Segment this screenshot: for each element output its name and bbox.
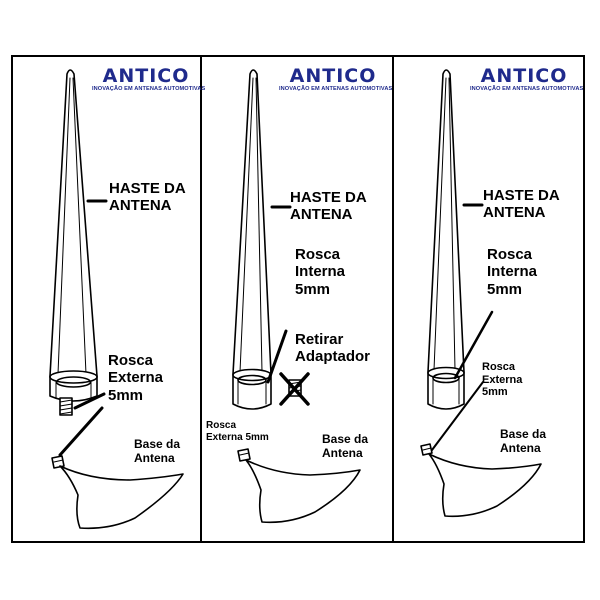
antenna-mast-3 (427, 69, 465, 410)
antenna-mast-2 (232, 69, 272, 410)
brand-name: ANTICO (480, 65, 568, 87)
threaded-screw-1 (59, 397, 73, 416)
panel-divider-1 (200, 55, 202, 543)
leader-rosca-interna-3 (453, 310, 494, 380)
label-rosca-interna-3: Rosca Interna 5mm (487, 246, 538, 298)
label-base-da-antena-1: Base da Antena (134, 437, 181, 465)
brand-logo-2: ANTICO INOVAÇÃO EM ANTENAS AUTOMOTIVAS (279, 65, 393, 93)
brand-name: ANTICO (289, 65, 377, 87)
label-retirar-adaptador: Retirar Adaptador (295, 331, 370, 366)
leader-rosca-interna-2 (266, 329, 288, 384)
panel-divider-2 (392, 55, 394, 543)
brand-tagline: INOVAÇÃO EM ANTENAS AUTOMOTIVAS (279, 86, 393, 92)
label-rosca-externa-1: Rosca Externa 5mm (108, 352, 164, 404)
leader-rosca-externa-3 (431, 381, 484, 451)
label-rosca-externa-2: Rosca Externa 5mm (206, 420, 269, 443)
label-rosca-interna-2: Rosca Interna 5mm (295, 246, 346, 298)
brand-name: ANTICO (102, 65, 190, 87)
label-base-da-antena-2: Base da Antena (322, 432, 369, 460)
label-haste-da-antena-1: HASTE DA ANTENA (109, 180, 186, 215)
brand-tagline: INOVAÇÃO EM ANTENAS AUTOMOTIVAS (92, 86, 206, 92)
label-haste-da-antena-2: HASTE DA ANTENA (290, 189, 367, 224)
antenna-base-2 (237, 448, 361, 524)
label-rosca-externa-3: Rosca Externa 5mm (482, 361, 523, 399)
leader-rosca-1 (73, 392, 106, 410)
adapter-removed (279, 372, 310, 406)
brand-logo-1: ANTICO INOVAÇÃO EM ANTENAS AUTOMOTIVAS (92, 65, 206, 93)
antenna-base-1 (51, 455, 184, 530)
label-haste-da-antena-3: HASTE DA ANTENA (483, 187, 560, 222)
antenna-mast-1 (49, 69, 98, 402)
brand-logo-3: ANTICO INOVAÇÃO EM ANTENAS AUTOMOTIVAS (470, 65, 584, 93)
label-base-da-antena-3: Base da Antena (500, 427, 547, 455)
diagram-frame (11, 55, 585, 543)
antenna-base-3 (420, 443, 542, 518)
brand-tagline: INOVAÇÃO EM ANTENAS AUTOMOTIVAS (470, 86, 584, 92)
leader-rosca-base-1 (58, 406, 104, 457)
